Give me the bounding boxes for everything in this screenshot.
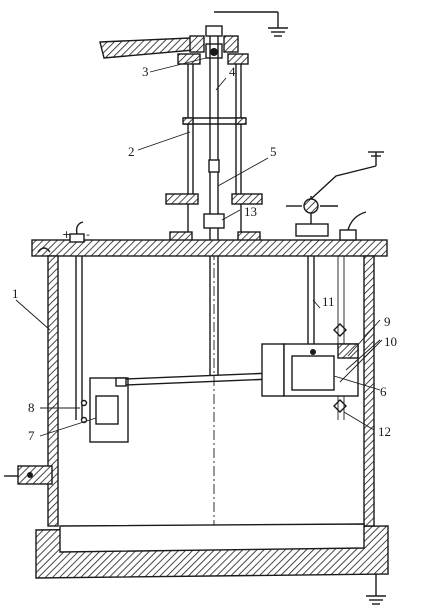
central-rod [203,25,225,375]
part-label-11: 11 [322,294,335,309]
part-label-3: 3 [142,64,149,79]
part-label-12: 12 [378,424,391,439]
part-label-13: 13 [244,204,257,219]
right-electrode-assembly [261,151,384,420]
part-label-1: 1 [12,286,19,301]
part-label-7: 7 [28,428,35,443]
side-port [4,465,53,485]
part-label-10: 10 [384,334,397,349]
part-label-8: 8 [28,400,35,415]
part-label-4: 4 [229,64,236,79]
vessel-body [31,239,389,579]
rod-block [203,213,225,229]
part-label-6: 6 [380,384,387,399]
minus-sign: - [86,228,90,241]
central-tube [182,64,247,196]
bottom-ground-symbol [366,574,386,605]
leader-lines [15,57,383,437]
part-label-9: 9 [384,314,391,329]
plus-sign: + [62,228,71,241]
left-electrode-assembly [75,256,129,443]
part-label-5: 5 [270,144,277,159]
top-ground-symbol [214,11,288,37]
part-label-2: 2 [128,144,135,159]
lid-terminal [69,221,85,243]
